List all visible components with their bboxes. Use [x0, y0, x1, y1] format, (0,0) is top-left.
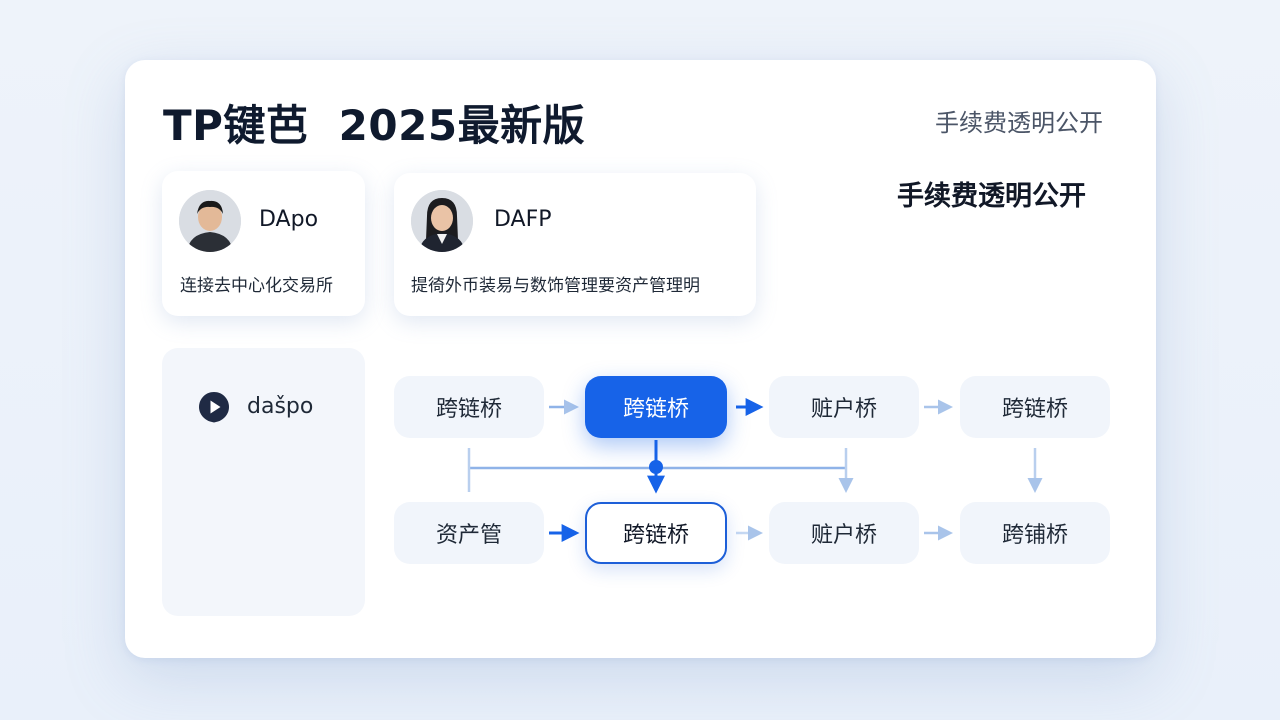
node-label: 赃户桥	[810, 397, 877, 422]
flow-node[interactable]: 跨链桥	[394, 376, 544, 438]
flow-node[interactable]: 赃户桥	[769, 502, 919, 564]
play-logo-icon[interactable]	[198, 391, 230, 423]
flow-node[interactable]: 跨链桥	[960, 376, 1110, 438]
flow-node-active[interactable]: 跨链桥	[585, 376, 727, 438]
node-label: 跨链桥	[1001, 397, 1068, 422]
flow-node[interactable]: 资产管	[394, 502, 544, 564]
fee-subtitle: 手续费透明公开	[935, 109, 1103, 137]
avatar	[179, 190, 241, 252]
avatar	[411, 190, 473, 252]
page-title: TP键芭 2025最新版	[163, 101, 586, 150]
brand-name: dašpo	[247, 394, 314, 419]
sidebar-panel	[162, 348, 365, 616]
node-label: 赃户桥	[810, 523, 877, 548]
node-label: 跨链桥	[435, 397, 502, 422]
female-avatar-icon	[411, 190, 473, 252]
flow-node[interactable]: 跨铺桥	[960, 502, 1110, 564]
node-label: 跨铺桥	[1001, 523, 1068, 548]
male-avatar-icon	[179, 190, 241, 252]
node-label: 跨链桥	[622, 523, 689, 548]
fee-heading: 手续费透明公开	[897, 181, 1086, 212]
profile-name: DAFP	[494, 207, 552, 232]
node-label: 资产管	[435, 523, 502, 548]
node-label: 跨链桥	[622, 397, 689, 422]
flow-node-selected[interactable]: 跨链桥	[585, 502, 727, 564]
profile-name: DApo	[259, 207, 319, 232]
profile-description: 连接去中心化交易所	[180, 276, 333, 296]
profile-description: 提徛外币装易与数饰管理要资产管理明	[411, 276, 700, 296]
flow-node[interactable]: 赃户桥	[769, 376, 919, 438]
